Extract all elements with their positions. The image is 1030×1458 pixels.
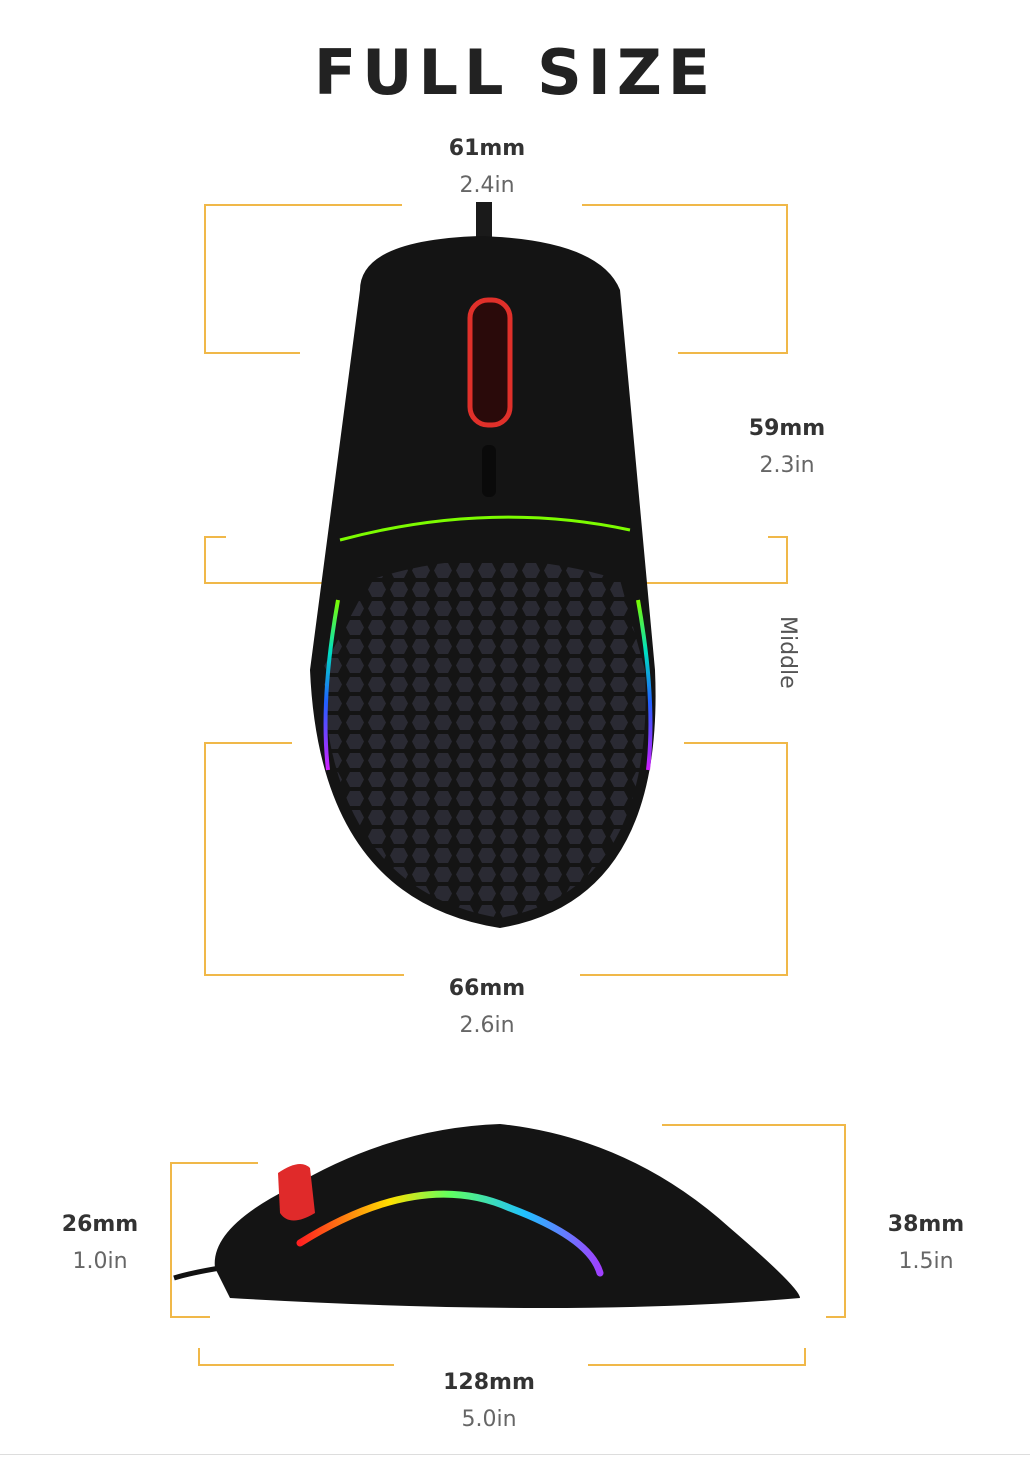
dimension-width-bottom: 66mm 2.6in bbox=[412, 976, 562, 1038]
middle-label: Middle bbox=[775, 616, 800, 689]
divider bbox=[0, 1454, 1030, 1455]
dimension-in: 2.4in bbox=[459, 173, 515, 198]
dimension-front-height: 26mm 1.0in bbox=[30, 1212, 170, 1274]
mouse-side-view-image bbox=[173, 1124, 801, 1308]
dimension-in: 5.0in bbox=[461, 1407, 517, 1432]
dimension-width-top: 61mm 2.4in bbox=[412, 136, 562, 198]
dimension-in: 2.3in bbox=[759, 453, 815, 478]
dimension-in: 1.5in bbox=[898, 1249, 954, 1274]
dimension-mm: 66mm bbox=[448, 976, 526, 1001]
mouse-top-view-image bbox=[310, 202, 656, 928]
dimension-length: 128mm 5.0in bbox=[414, 1370, 564, 1432]
dimension-width-middle: 59mm 2.3in bbox=[712, 416, 862, 478]
dimension-mm: 26mm bbox=[61, 1212, 139, 1237]
dimension-back-height: 38mm 1.5in bbox=[856, 1212, 996, 1274]
dimension-mm: 38mm bbox=[887, 1212, 965, 1237]
dimension-in: 2.6in bbox=[459, 1013, 515, 1038]
dimension-mm: 61mm bbox=[448, 136, 526, 161]
dimension-in: 1.0in bbox=[72, 1249, 128, 1274]
page-title: FULL SIZE bbox=[313, 36, 717, 109]
dimension-mm: 128mm bbox=[443, 1370, 535, 1395]
dimension-mm: 59mm bbox=[748, 416, 826, 441]
